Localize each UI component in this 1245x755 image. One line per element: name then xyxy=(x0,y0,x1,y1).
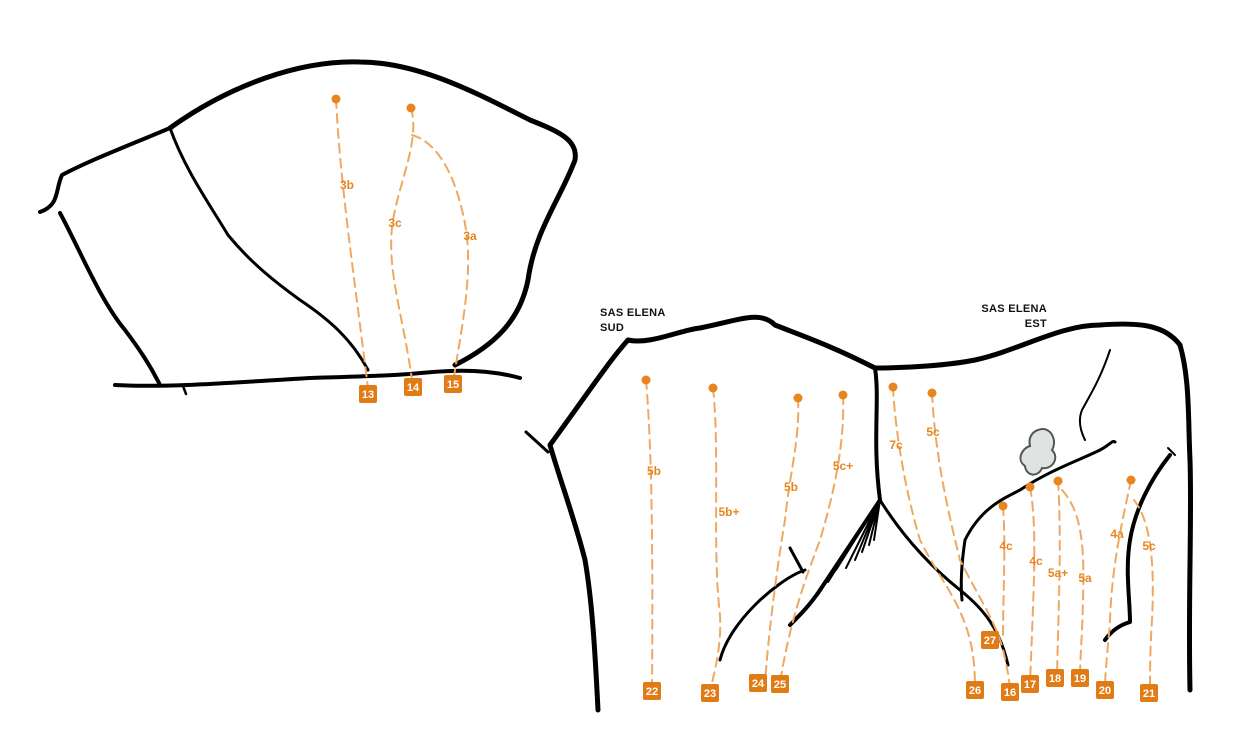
route-anchors xyxy=(331,94,1136,511)
route-line-19 xyxy=(1061,489,1085,678)
anchor-13 xyxy=(331,94,341,104)
badge-25: 25 xyxy=(771,675,789,693)
svg-text:21: 21 xyxy=(1143,688,1155,700)
svg-text:17: 17 xyxy=(1024,679,1036,691)
grade-24: 5b xyxy=(784,480,798,494)
svg-text:27: 27 xyxy=(984,635,996,647)
badge-22: 22 xyxy=(643,682,661,700)
anchor-17 xyxy=(1025,482,1035,492)
grade-26: 7c xyxy=(889,438,903,452)
grade-17: 4c xyxy=(1029,554,1043,568)
anchor-25 xyxy=(838,390,848,400)
route-line-16 xyxy=(931,392,1011,693)
route-badges: 13 14 15 22 23 24 25 26 27 16 17 18 19 2… xyxy=(359,375,1158,702)
grade-14: 3c xyxy=(388,216,402,230)
svg-text:16: 16 xyxy=(1004,687,1016,699)
badge-13: 13 xyxy=(359,385,377,403)
badge-19: 19 xyxy=(1071,669,1089,687)
route-line-18 xyxy=(1056,480,1061,678)
badge-24: 24 xyxy=(749,674,767,692)
badge-16: 16 xyxy=(1001,683,1019,701)
svg-text:13: 13 xyxy=(362,389,374,401)
route-line-25 xyxy=(779,394,845,684)
sector-label-est: SAS ELENA xyxy=(981,303,1047,315)
badge-27: 27 xyxy=(981,631,999,649)
left-rock-block xyxy=(38,59,578,396)
grade-20: 4a xyxy=(1110,527,1124,541)
sector-label-est-sub: EST xyxy=(1025,318,1047,330)
svg-text:23: 23 xyxy=(704,688,716,700)
route-grades: 3b 3c 3a 5b 5b+ 5b 5c+ 7c 5c 4c 4c 5a+ 5… xyxy=(340,178,1156,585)
badge-21: 21 xyxy=(1140,684,1158,702)
route-lines xyxy=(335,98,1154,693)
grade-22: 5b xyxy=(647,464,661,478)
route-line-17 xyxy=(1029,486,1036,685)
badge-14: 14 xyxy=(404,378,422,396)
grade-25: 5c+ xyxy=(833,459,853,473)
badge-23: 23 xyxy=(701,684,719,702)
grade-19: 5a xyxy=(1078,571,1092,585)
grade-15: 3a xyxy=(463,229,477,243)
anchor-27 xyxy=(998,501,1008,511)
anchor-16 xyxy=(927,388,937,398)
grade-18: 5a+ xyxy=(1048,566,1068,580)
svg-text:25: 25 xyxy=(774,679,786,691)
vegetation-blob xyxy=(1019,428,1057,476)
grade-23: 5b+ xyxy=(718,505,739,519)
anchor-18-19 xyxy=(1053,476,1063,486)
route-line-23 xyxy=(709,387,722,693)
badge-17: 17 xyxy=(1021,675,1039,693)
badge-18: 18 xyxy=(1046,669,1064,687)
sector-label-sud: SAS ELENA xyxy=(600,307,666,319)
route-line-22 xyxy=(645,379,654,691)
grade-21: 5c xyxy=(1142,539,1156,553)
svg-text:15: 15 xyxy=(447,379,459,391)
svg-text:20: 20 xyxy=(1099,685,1111,697)
route-line-20 xyxy=(1104,479,1132,691)
svg-text:14: 14 xyxy=(407,382,420,394)
anchor-14-15 xyxy=(406,103,416,113)
badge-15: 15 xyxy=(444,375,462,393)
route-line-21 xyxy=(1133,499,1154,693)
right-rock-block xyxy=(524,314,1194,713)
svg-text:22: 22 xyxy=(646,686,658,698)
grade-27: 4c xyxy=(999,539,1013,553)
anchor-24 xyxy=(793,393,803,403)
anchor-23 xyxy=(708,383,718,393)
anchor-26 xyxy=(888,382,898,392)
svg-text:19: 19 xyxy=(1074,673,1086,685)
route-line-27 xyxy=(1002,505,1006,641)
grade-16: 5c xyxy=(926,425,940,439)
route-line-14 xyxy=(390,107,415,389)
route-line-26 xyxy=(892,386,976,691)
route-line-24 xyxy=(764,397,800,684)
badge-20: 20 xyxy=(1096,681,1114,699)
svg-text:18: 18 xyxy=(1049,673,1061,685)
route-line-13 xyxy=(335,98,369,389)
svg-text:24: 24 xyxy=(752,678,765,690)
anchor-22 xyxy=(641,375,651,385)
badge-26: 26 xyxy=(966,681,984,699)
svg-text:26: 26 xyxy=(969,685,981,697)
anchor-20-21 xyxy=(1126,475,1136,485)
route-line-15 xyxy=(411,134,470,383)
grade-13: 3b xyxy=(340,178,354,192)
sector-label-sud-sub: SUD xyxy=(600,322,624,334)
